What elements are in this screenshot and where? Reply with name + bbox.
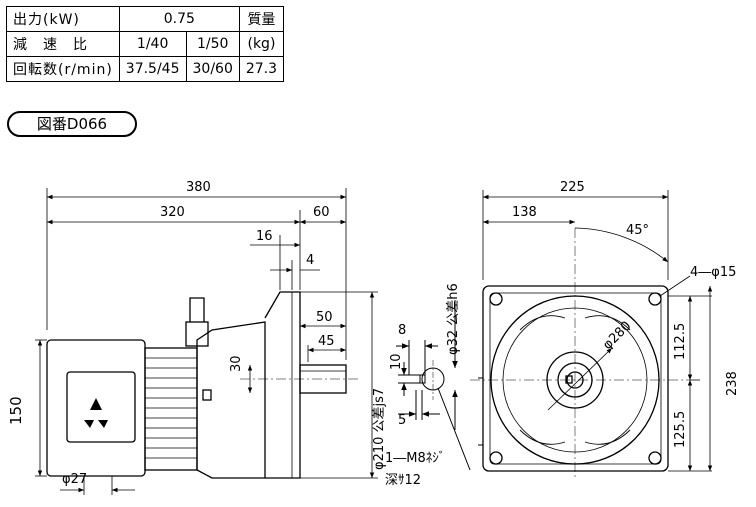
output-label: 出力(kW) bbox=[6, 6, 120, 32]
dim-30: 30 bbox=[229, 355, 244, 372]
dim-lower-height: 125.5 bbox=[673, 411, 688, 448]
motor-fins bbox=[145, 357, 197, 459]
dim-flange-dia: φ210 公差js7 bbox=[372, 388, 387, 470]
flange-square bbox=[482, 285, 669, 472]
mass-value: 27.3 bbox=[238, 56, 285, 82]
drawing-number: 図番D066 bbox=[7, 111, 137, 137]
dim-height-total: 238 bbox=[725, 371, 740, 396]
ratio-label: 減 速 比 bbox=[6, 31, 120, 57]
side-dimensions bbox=[35, 188, 378, 495]
dim-shaft-dia: φ32 公差h6 bbox=[446, 283, 461, 355]
flange bbox=[264, 291, 301, 479]
dim-body-length: 320 bbox=[160, 205, 185, 220]
dim-16: 16 bbox=[256, 229, 273, 244]
dim-height: 150 bbox=[7, 396, 25, 425]
tap-note-2: 深ｻ12 bbox=[385, 473, 421, 488]
motor-nameplate bbox=[66, 371, 136, 443]
dim-holes: 4―φ15 bbox=[690, 265, 736, 280]
dim-key-height: 10 bbox=[389, 353, 404, 370]
ratio-value-2: 1/50 bbox=[185, 31, 240, 57]
dim-shaft-length: 60 bbox=[313, 205, 330, 220]
dim-tap-offset: 5 bbox=[398, 413, 406, 428]
front-centerlines bbox=[470, 228, 690, 480]
bolt-hole-tl bbox=[489, 292, 503, 306]
dim-angle: 45° bbox=[626, 223, 649, 238]
dim-key-width: 8 bbox=[398, 323, 406, 338]
bolt-hole-tr bbox=[648, 292, 662, 306]
bolt-hole-br bbox=[648, 451, 662, 465]
dim-width-half: 138 bbox=[512, 205, 537, 220]
tap-note-1: 1―M8ﾈｼﾞ bbox=[385, 451, 445, 466]
front-dimensions bbox=[482, 190, 713, 472]
spec-table: 出力(kW) 0.75 質量 減 速 比 1/40 1/50 (kg) 回転数(… bbox=[6, 6, 285, 82]
mass-unit: (kg) bbox=[238, 31, 285, 57]
dim-total-length: 380 bbox=[186, 180, 211, 195]
terminal-box bbox=[189, 297, 205, 322]
side-view bbox=[46, 291, 347, 479]
logo-icon bbox=[84, 398, 108, 428]
speed-value-1: 37.5/45 bbox=[118, 56, 187, 82]
dim-upper-height: 112.5 bbox=[673, 323, 688, 360]
dim-45: 45 bbox=[318, 334, 335, 349]
dim-motor-dia: φ27 bbox=[62, 472, 87, 487]
front-view bbox=[478, 285, 669, 472]
dim-50: 50 bbox=[316, 310, 333, 325]
speed-label: 回転数(r/min) bbox=[6, 56, 120, 82]
dim-width-total: 225 bbox=[560, 180, 585, 195]
motor-body bbox=[144, 347, 198, 471]
dim-4: 4 bbox=[306, 253, 314, 268]
shaft-section bbox=[396, 300, 471, 471]
output-value: 0.75 bbox=[118, 6, 240, 32]
speed-value-2: 30/60 bbox=[185, 56, 240, 82]
bolt-hole-bl bbox=[489, 451, 503, 465]
